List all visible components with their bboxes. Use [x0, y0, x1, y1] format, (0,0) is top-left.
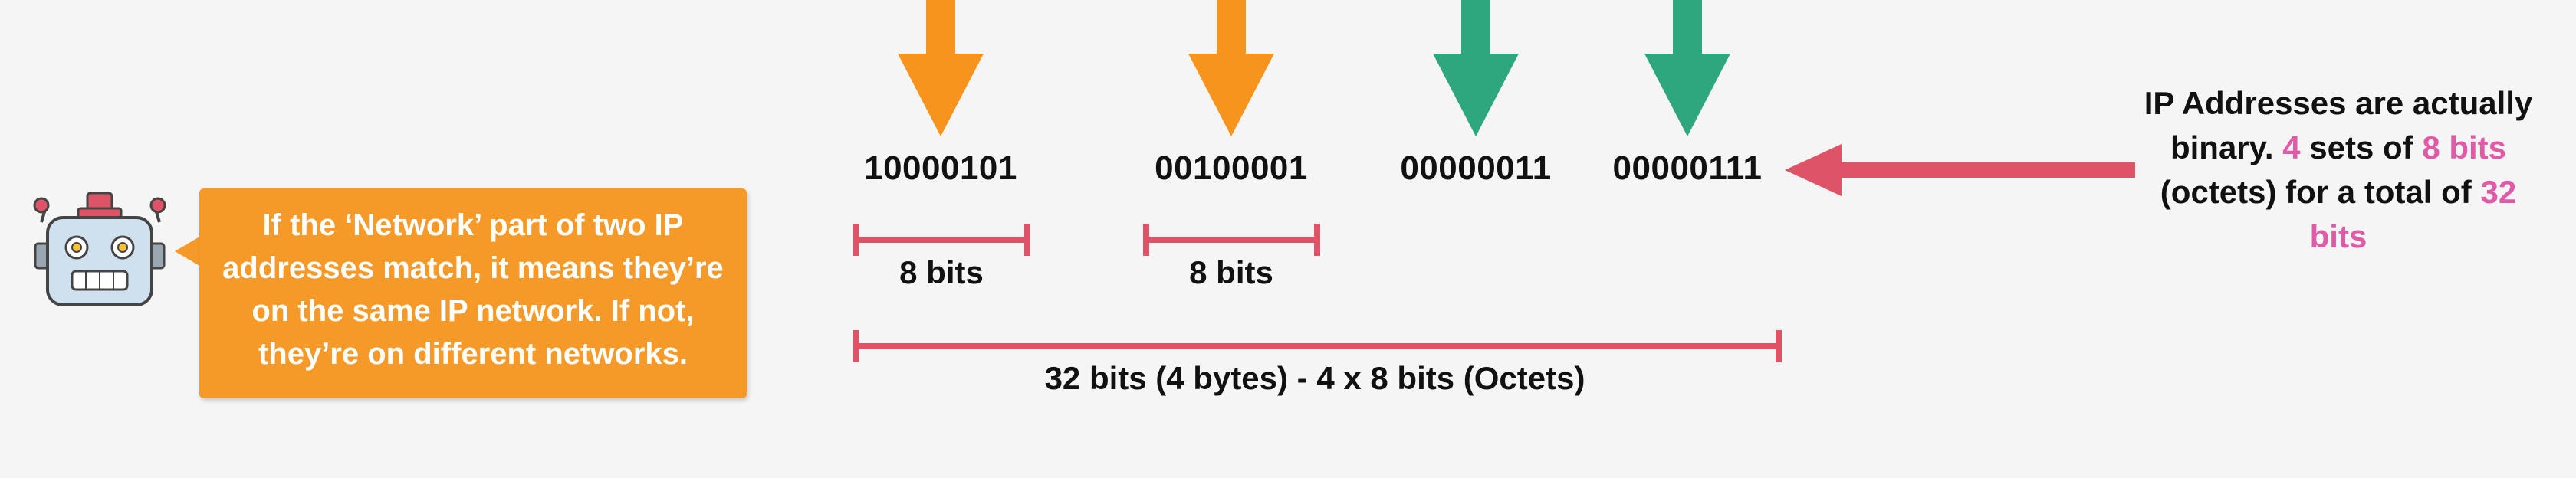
octet-1-binary: 10000101 [864, 149, 1017, 187]
octet-arrow-4 [1644, 0, 1730, 136]
note-text-3: (octets) for a total of [2160, 174, 2481, 210]
left-arrow-icon [1785, 144, 2135, 196]
note-total: 32 bits [2309, 174, 2517, 254]
binary-explanation-note: IP Addresses are actually binary. 4 sets… [2131, 81, 2545, 259]
network-match-callout: If the ‘Network’ part of two IP addresse… [199, 188, 747, 398]
octet-arrow-1 [898, 0, 984, 136]
bracket-octet-2 [1143, 224, 1320, 256]
octet-2-binary: 00100001 [1155, 149, 1308, 187]
note-text-1: IP Addresses are actually binary. [2144, 85, 2533, 165]
callout-text: If the ‘Network’ part of two IP addresse… [222, 208, 724, 371]
note-octet-size: 8 bits [2422, 129, 2507, 165]
callout-tail [175, 236, 201, 267]
octet-3-binary: 00000011 [1400, 149, 1552, 187]
octet-4-binary: 00000111 [1612, 149, 1763, 187]
octet-1-size-label: 8 bits [899, 254, 984, 290]
total-size-label: 32 bits (4 bytes) - 4 x 8 bits (Octets) [1044, 360, 1585, 396]
note-text-2: sets of [2300, 129, 2423, 165]
bracket-octet-1 [853, 224, 1030, 256]
octet-arrow-3 [1433, 0, 1519, 136]
bracket-total [853, 330, 1782, 362]
robot-icon [33, 192, 166, 306]
note-count: 4 [2282, 129, 2301, 165]
octet-arrow-2 [1188, 0, 1274, 136]
octet-2-size-label: 8 bits [1189, 254, 1273, 290]
